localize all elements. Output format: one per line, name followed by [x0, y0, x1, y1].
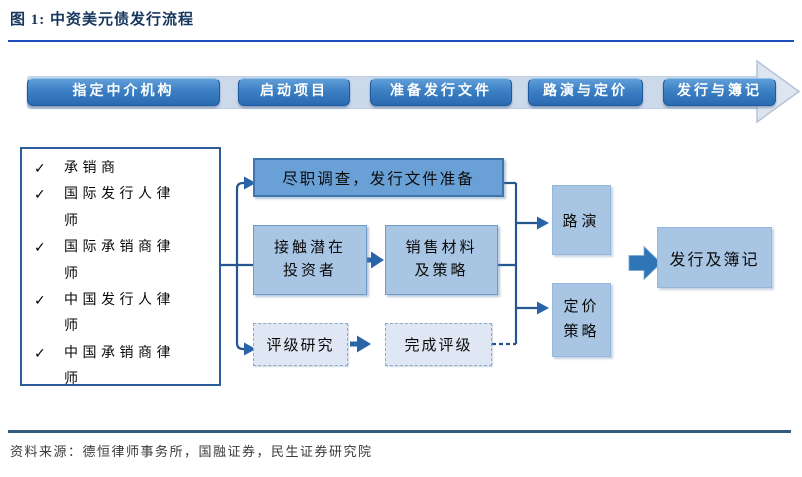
bottom-rule: [8, 430, 791, 433]
participant-label: 国际发行人律师: [64, 187, 175, 229]
flow-box-due-diligence: 尽职调查，发行文件准备: [253, 158, 504, 197]
check-icon: ✓: [34, 240, 46, 257]
list-item: ✓ 中国发行人律师: [34, 288, 215, 341]
flow-box-sales-materials: 销售材料 及策略: [385, 225, 498, 295]
banner-stage-issue-bookbuilding: 发行与簿记: [663, 78, 776, 106]
flow-box-issue-bookbuilding: 发行及簿记: [657, 227, 772, 288]
flow-box-rating-complete: 完成评级: [385, 323, 492, 366]
check-icon: ✓: [34, 345, 46, 362]
participant-label: 承销商: [64, 161, 120, 176]
list-item: ✓ 国际承销商律师: [34, 235, 215, 288]
list-item: ✓ 承销商: [34, 156, 215, 182]
connector-line: [235, 265, 245, 351]
flow-box-pricing-strategy: 定价 策略: [552, 283, 611, 357]
participant-label: 中国发行人律师: [64, 293, 175, 335]
title-rule: [8, 40, 794, 42]
arrow-right-icon: [537, 301, 549, 315]
flow-box-rating-research: 评级研究: [253, 323, 348, 366]
arrow-right-icon: [350, 335, 371, 353]
figure-title: 图 1: 中资美元债发行流程: [10, 12, 194, 28]
participant-label: 中国承销商律师: [64, 345, 175, 388]
banner-stage-kickoff: 启动项目: [238, 78, 350, 106]
arrow-right-icon: [366, 251, 384, 269]
arrow-right-icon: [537, 216, 549, 230]
check-icon: ✓: [34, 187, 46, 204]
banner-stage-roadshow-pricing: 路演与定价: [528, 78, 643, 106]
flow-box-contact-investors: 接触潜在 投资者: [253, 225, 367, 295]
participant-label: 国际承销商律师: [64, 240, 175, 282]
banner-stage-appoint-intermediaries: 指定中介机构: [27, 78, 220, 106]
list-item: ✓ 中国承销商律师: [34, 341, 215, 394]
flow-box-roadshow: 路演: [552, 185, 611, 255]
participants-box: ✓ 承销商 ✓ 国际发行人律师 ✓ 国际承销商律师 ✓ 中国发行人律师 ✓ 中国…: [20, 147, 221, 387]
check-icon: ✓: [34, 161, 46, 177]
source-note: 资料来源：德恒律师事务所，国融证券，民生证券研究院: [10, 444, 373, 459]
banner-stage-prepare-documents: 准备发行文件: [370, 78, 512, 106]
check-icon: ✓: [34, 293, 46, 310]
list-item: ✓ 国际发行人律师: [34, 182, 215, 235]
connector-line: [235, 181, 245, 265]
